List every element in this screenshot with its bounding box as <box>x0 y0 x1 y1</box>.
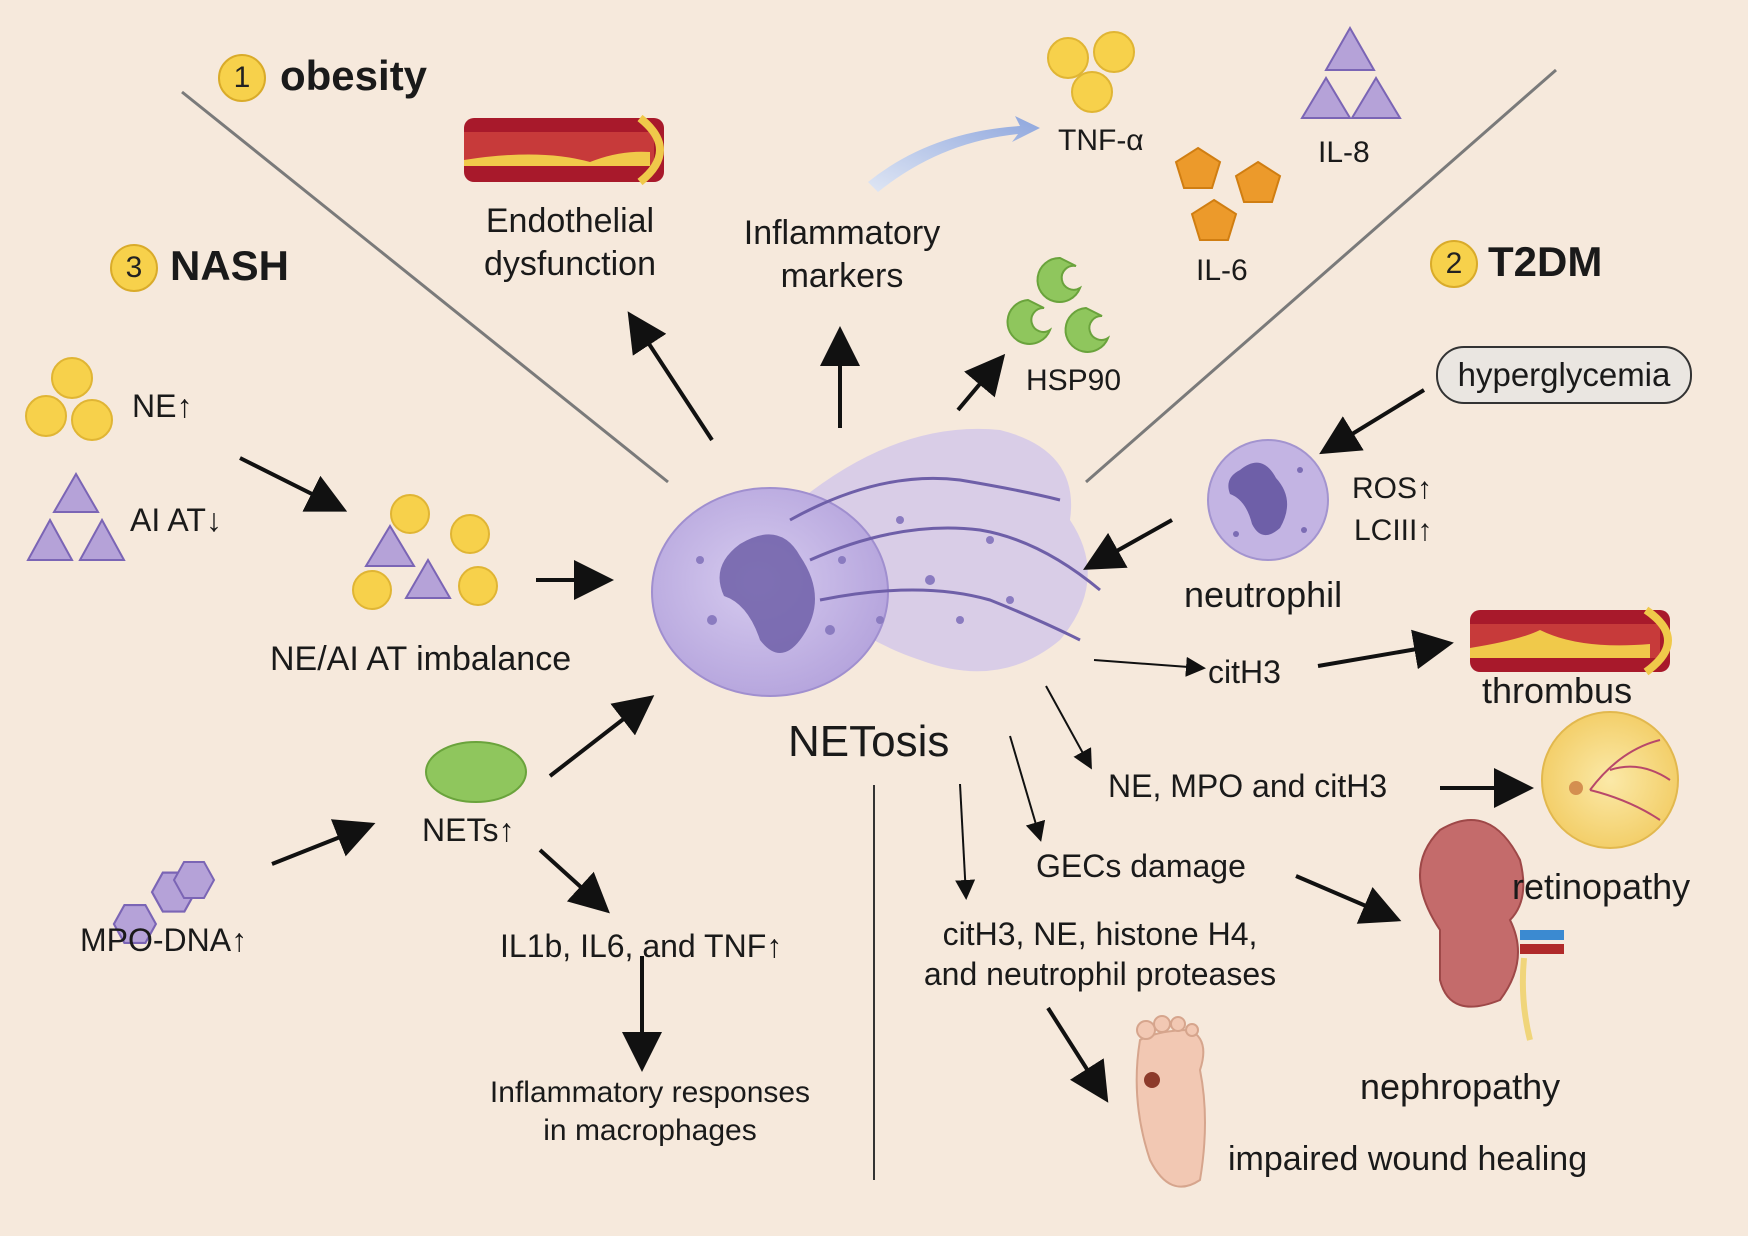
tnf-alpha-label: TNF-α <box>1058 124 1144 157</box>
hyperglycemia-box: hyperglycemia <box>1436 346 1692 404</box>
obesity-title: obesity <box>280 52 428 99</box>
arrows <box>239 311 1534 1103</box>
imbalance-icon <box>352 494 498 610</box>
il8-icon <box>1300 25 1402 119</box>
gecs-damage-label: GECs damage <box>1036 848 1246 884</box>
foot-icon <box>1135 1015 1206 1188</box>
thrombus-label: thrombus <box>1482 670 1633 711</box>
ne-icon <box>25 357 113 441</box>
kidney-icon <box>1419 819 1564 1041</box>
inflammatory-markers-label: Inflammatory markers <box>743 214 941 295</box>
endothelial-dysfunction-label: Endothelial dysfunction <box>484 202 656 283</box>
mpo-dna-label: MPO-DNA↑ <box>80 922 248 958</box>
imbalance-label: NE/AI AT imbalance <box>270 640 572 678</box>
lciii-label: LCIII↑ <box>1354 514 1433 547</box>
hsp90-label: HSP90 <box>1026 364 1122 397</box>
mpo-dna-icon <box>112 861 216 944</box>
aiat-down-label: AI AT↓ <box>130 502 222 538</box>
proteases-label: citH3, NE, histone H4, and neutrophil pr… <box>923 916 1277 992</box>
aiat-icon <box>26 472 126 561</box>
vessel-thrombus-icon <box>1470 606 1672 676</box>
neutrophil-icon <box>1207 439 1329 561</box>
neutrophil-label: neutrophil <box>1184 574 1343 615</box>
t2dm-number-badge: 2 <box>1430 240 1478 288</box>
nash-title: NASH <box>170 242 290 289</box>
ne-mpo-cith3-label: NE, MPO and citH3 <box>1108 768 1388 804</box>
tnf-alpha-icon <box>1047 31 1135 113</box>
retinopathy-label: retinopathy <box>1512 866 1691 907</box>
cytokines-label: IL1b, IL6, and TNF↑ <box>500 928 783 964</box>
wound-healing-label: impaired wound healing <box>1228 1140 1588 1178</box>
vessel-endothelial-icon <box>464 114 664 186</box>
hsp90-icon <box>1006 256 1111 353</box>
ros-label: ROS↑ <box>1352 472 1433 505</box>
ne-up-label: NE↑ <box>132 388 193 424</box>
il6-label: IL-6 <box>1196 254 1248 287</box>
il6-icon <box>1174 146 1282 241</box>
nephropathy-label: nephropathy <box>1360 1066 1561 1107</box>
cith3-label: citH3 <box>1208 654 1281 690</box>
section-dividers <box>181 68 1557 1180</box>
obesity-number-badge: 1 <box>218 54 266 102</box>
nets-icon <box>425 741 527 803</box>
nash-number-badge: 3 <box>110 244 158 292</box>
macrophages-label: Inflammatory responses in macrophages <box>489 1076 811 1147</box>
il8-label: IL-8 <box>1318 136 1370 169</box>
netosis-label: NETosis <box>788 717 950 766</box>
inflammation-flow-arrow <box>868 116 1040 192</box>
nets-up-label: NETs↑ <box>422 812 515 848</box>
t2dm-title: T2DM <box>1488 238 1603 285</box>
retina-icon <box>1541 711 1679 849</box>
netosis-cell-icon <box>651 428 1101 697</box>
